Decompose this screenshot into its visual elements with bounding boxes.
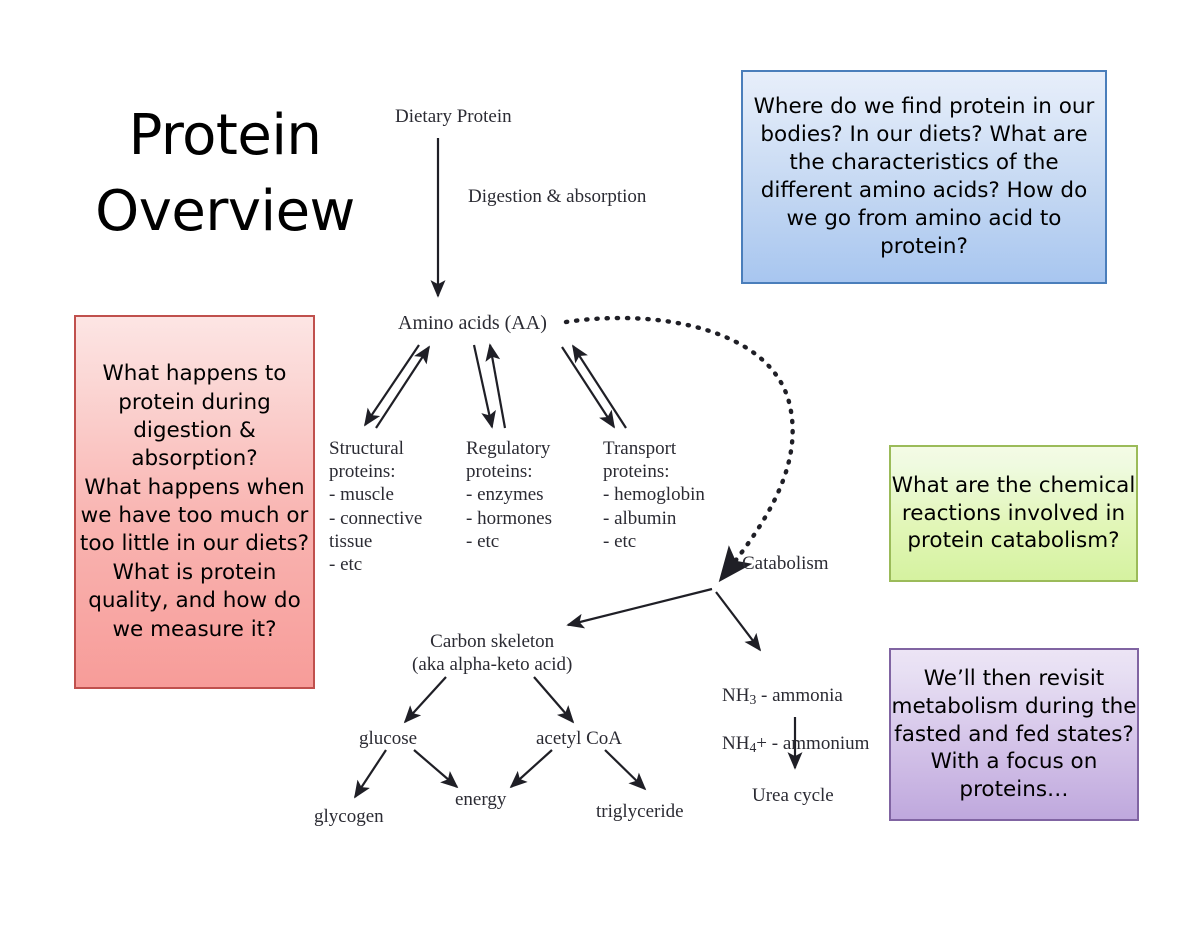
ammonia-text: - ammonia bbox=[756, 685, 843, 707]
ammonia-formula: NH bbox=[722, 685, 750, 707]
node-urea-cycle: Urea cycle bbox=[752, 785, 834, 806]
ammonium-text: + - ammonium bbox=[756, 733, 870, 755]
arrow-amino-to-structural bbox=[364, 344, 420, 427]
title-line-2: Overview bbox=[95, 178, 355, 244]
ammonium-subscript: 4 bbox=[749, 740, 757, 756]
arrow-acetyl-to-energy bbox=[509, 749, 553, 789]
node-structural-proteins: Structural proteins: - muscle - connecti… bbox=[329, 438, 423, 575]
ammonia-line: NH3 - ammonia bbox=[722, 684, 869, 709]
callout-box-digestion-quality: What happens to protein during digestion… bbox=[74, 315, 315, 689]
callout-purple-text: We’ll then revisit metabolism during the… bbox=[891, 665, 1137, 803]
callout-blue-text: Where do we find protein in our bodies? … bbox=[753, 94, 1095, 259]
ammonium-formula: NH bbox=[722, 733, 750, 755]
arrow-carbon-to-glucose bbox=[403, 676, 447, 724]
callout-box-catabolism-reactions: What are the chemical reactions involved… bbox=[889, 445, 1138, 582]
node-carbon-skeleton: Carbon skeleton (aka alpha-keto acid) bbox=[412, 631, 573, 676]
node-energy: energy bbox=[455, 789, 507, 810]
arrow-structural-to-amino bbox=[375, 345, 430, 429]
arrow-acetyl-to-triglyceride bbox=[604, 749, 647, 791]
page-title: Protein Overview bbox=[80, 98, 370, 249]
arrow-amino-to-transport bbox=[561, 346, 615, 429]
callout-box-protein-sources: Where do we find protein in our bodies? … bbox=[741, 70, 1107, 284]
node-glycogen: glycogen bbox=[314, 806, 384, 827]
title-line-1: Protein bbox=[128, 103, 322, 168]
node-dietary-protein: Dietary Protein bbox=[395, 106, 512, 127]
arrow-catabolism-to-carbon bbox=[566, 587, 713, 629]
arrow-glucose-to-energy bbox=[413, 749, 459, 789]
arrow-glucose-to-glycogen bbox=[354, 749, 387, 799]
arrow-carbon-to-acetyl bbox=[533, 676, 575, 724]
callout-green-text: What are the chemical reactions involved… bbox=[891, 472, 1136, 554]
arrow-transport-to-amino bbox=[572, 344, 627, 429]
node-transport-proteins: Transport proteins: - hemoglobin - album… bbox=[603, 438, 705, 552]
node-catabolism: Catabolism bbox=[742, 553, 829, 574]
ammonium-line: NH4+ - ammonium bbox=[722, 732, 869, 757]
callout-box-metabolism-revisit: We’ll then revisit metabolism during the… bbox=[889, 648, 1139, 821]
arrow-catabolism-to-ammonia bbox=[715, 591, 762, 652]
node-glucose: glucose bbox=[359, 728, 418, 749]
arrow-amino-to-regulatory bbox=[472, 344, 496, 429]
node-amino-acids: Amino acids (AA) bbox=[398, 312, 547, 334]
node-ammonia-ammonium: NH3 - ammonia NH4+ - ammonium bbox=[722, 661, 869, 780]
node-digestion-absorption: Digestion & absorption bbox=[468, 186, 647, 207]
node-triglyceride: triglyceride bbox=[596, 801, 684, 822]
node-regulatory-proteins: Regulatory proteins: - enzymes - hormone… bbox=[466, 438, 553, 552]
arrow-regulatory-to-amino bbox=[485, 343, 507, 429]
node-acetyl-coa: acetyl CoA bbox=[536, 728, 623, 749]
callout-pink-text: What happens to protein during digestion… bbox=[79, 361, 310, 642]
ammonia-subscript: 3 bbox=[749, 692, 757, 708]
